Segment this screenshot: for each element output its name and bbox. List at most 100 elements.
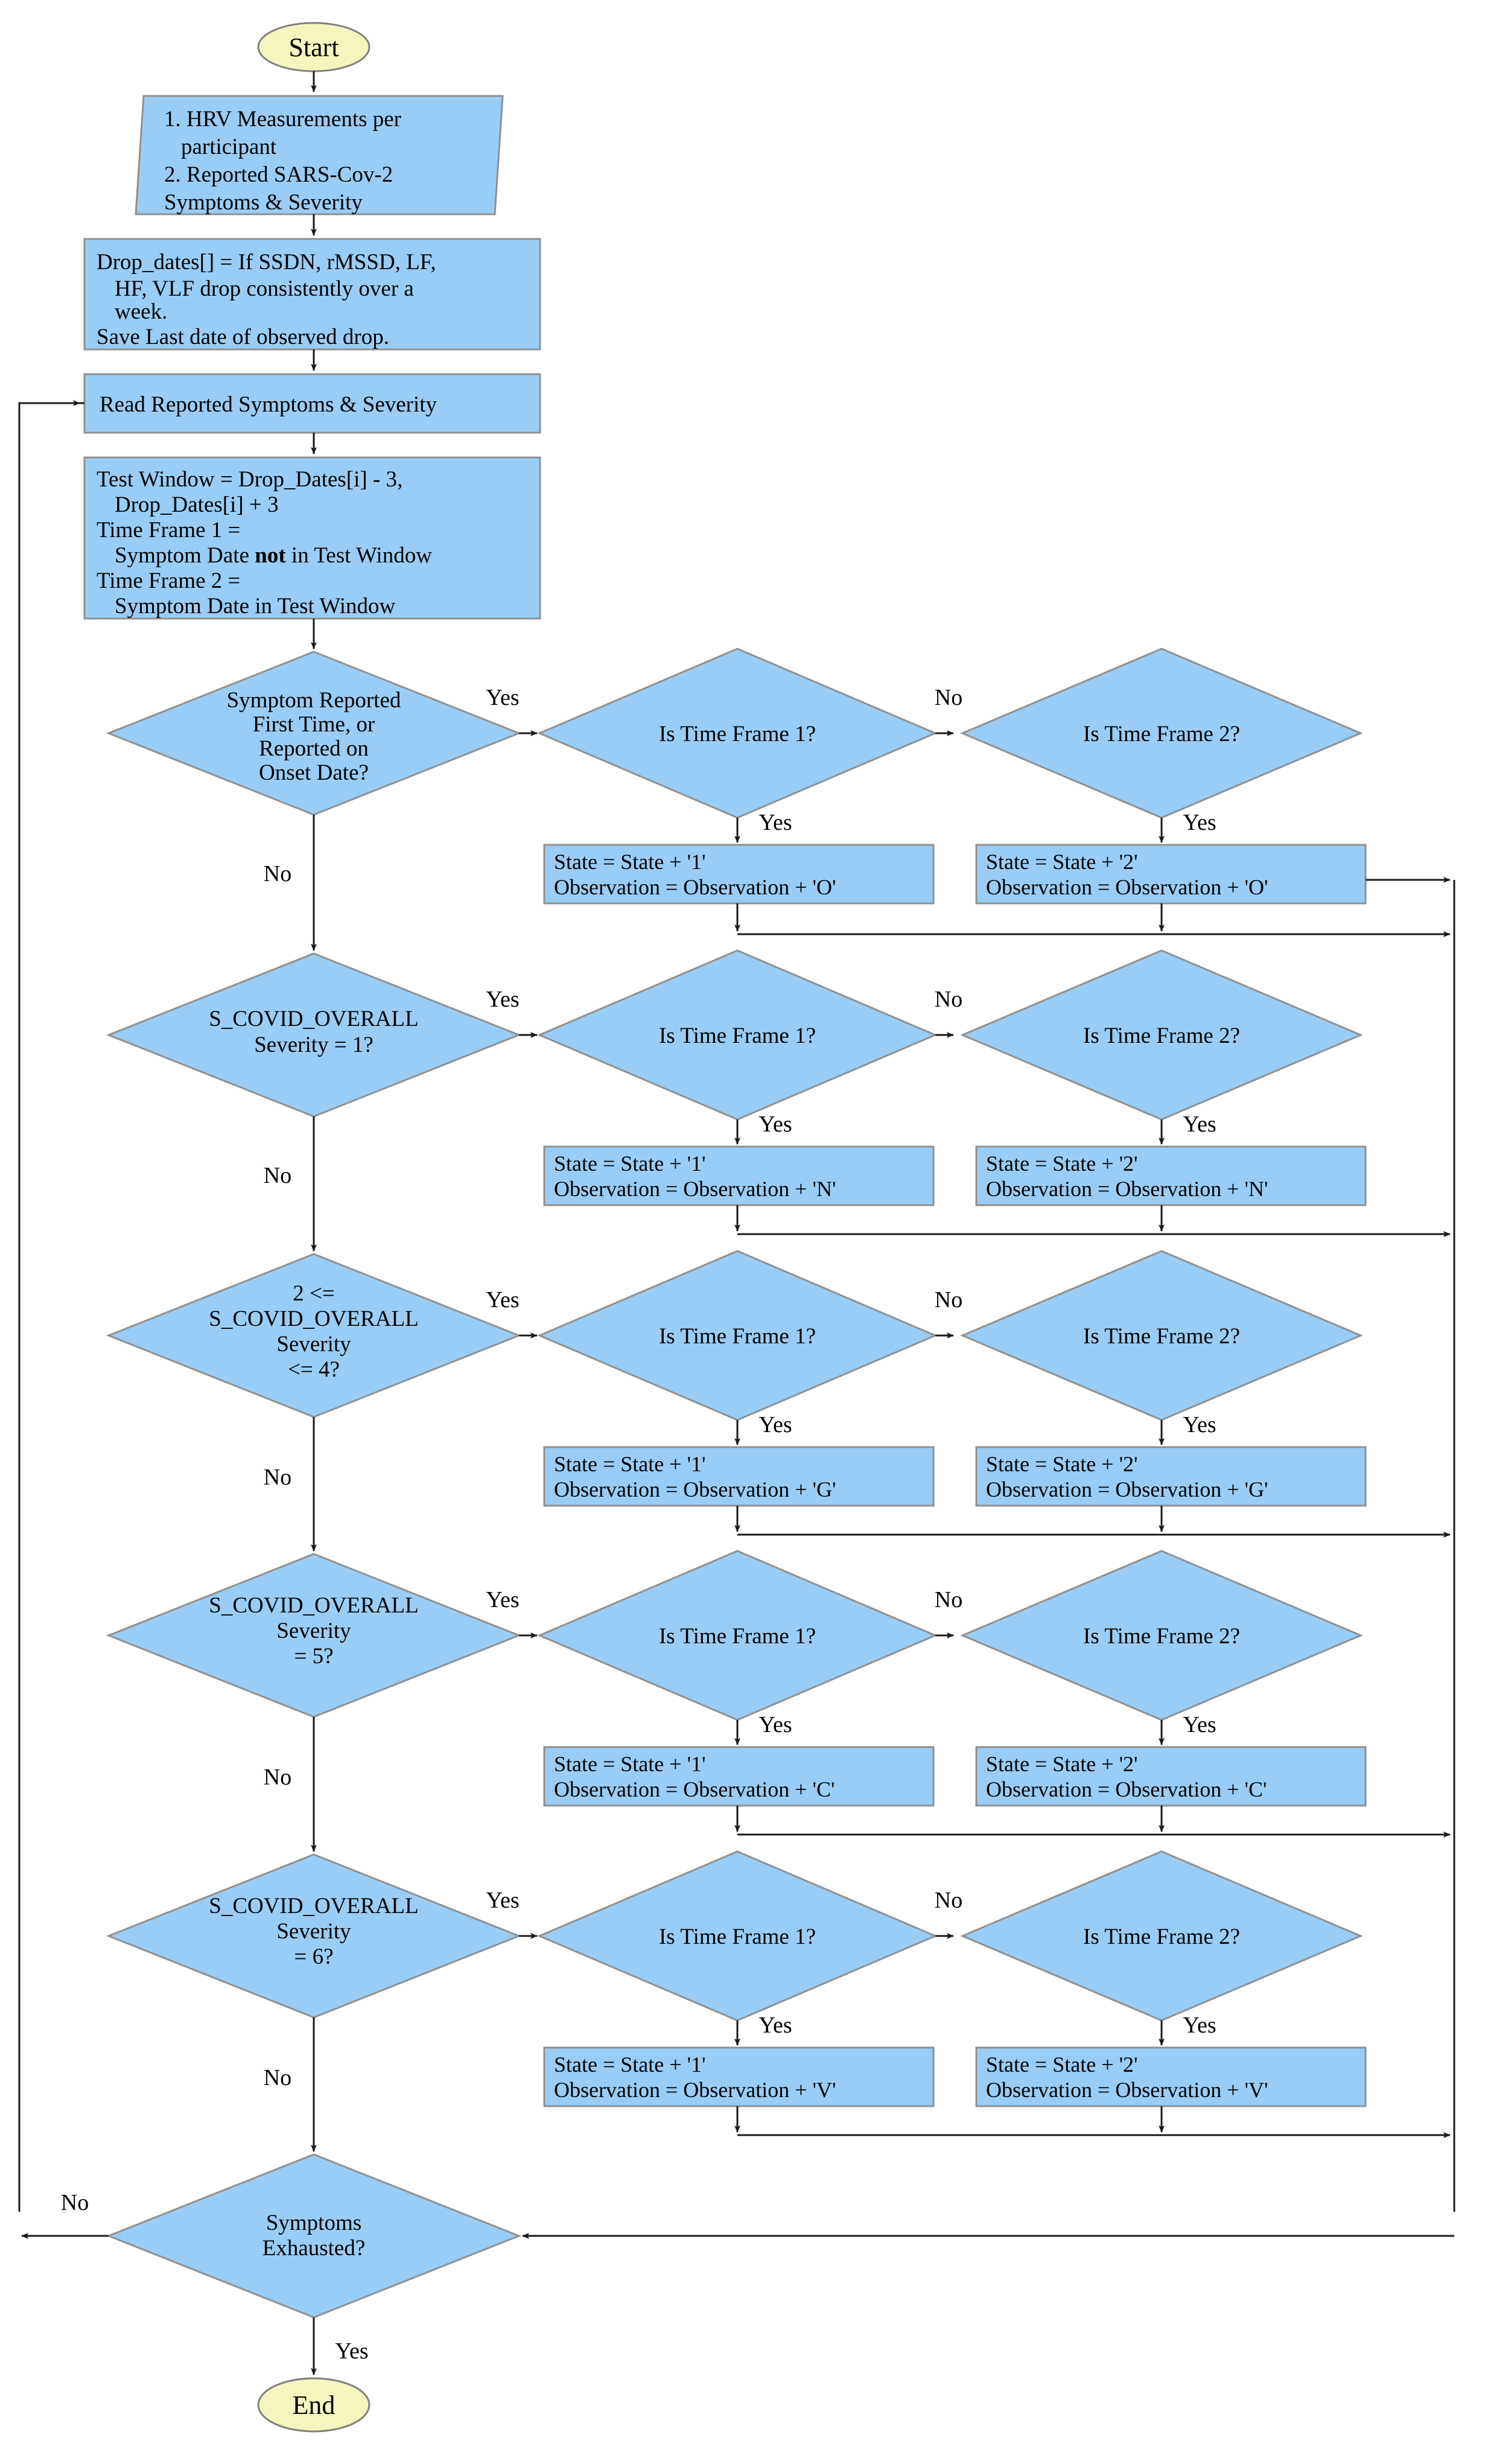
drop-dates-line-4: Save Last date of observed drop. bbox=[97, 325, 389, 349]
decision-tf1-row4[interactable]: Is Time Frame 1? bbox=[537, 1550, 938, 1721]
process-tf2-row1[interactable]: State = State + '2' Observation = Observ… bbox=[975, 844, 1367, 905]
edge-label-tf2-yes-row5: Yes bbox=[1183, 2013, 1216, 2038]
edge-label-tf2-yes-row2: Yes bbox=[1183, 1112, 1216, 1137]
read-symptoms-block[interactable]: Read Reported Symptoms & Severity bbox=[83, 373, 541, 434]
tf2-label-row2: Is Time Frame 2? bbox=[1083, 1023, 1240, 1048]
tf2-label-row1: Is Time Frame 2? bbox=[1083, 722, 1240, 747]
dec2-line-1: S_COVID_OVERALL bbox=[209, 1007, 418, 1031]
edge-label-tf1-yes-row2: Yes bbox=[758, 1112, 792, 1137]
process-tf2-row4[interactable]: State = State + '2' Observation = Observ… bbox=[975, 1746, 1367, 1807]
io-block[interactable]: 1. HRV Measurements per participant 2. R… bbox=[135, 95, 504, 215]
process-tf1-row5[interactable]: State = State + '1' Observation = Observ… bbox=[543, 2046, 935, 2107]
edge-label-tf1-yes-row3: Yes bbox=[758, 1412, 792, 1437]
proc2-line1-row1: State = State + '2' bbox=[986, 850, 1138, 874]
edge-label-tf1-yes-row5: Yes bbox=[758, 2013, 792, 2038]
proc1-line1-row5: State = State + '1' bbox=[554, 2052, 706, 2077]
proc2-line2-row2: Observation = Observation + 'N' bbox=[986, 1177, 1268, 1201]
decision-tf1-row5[interactable]: Is Time Frame 1? bbox=[537, 1850, 938, 2022]
dec3-line-3: Severity bbox=[276, 1332, 351, 1357]
proc2-line2-row3: Observation = Observation + 'G' bbox=[986, 1477, 1268, 1501]
decision-tf2-row4[interactable]: Is Time Frame 2? bbox=[960, 1550, 1363, 1721]
dec5-line-1: S_COVID_OVERALL bbox=[209, 1894, 418, 1918]
decision-tf2-row2[interactable]: Is Time Frame 2? bbox=[960, 949, 1363, 1121]
tf1-label-row5: Is Time Frame 1? bbox=[659, 1924, 816, 1949]
proc2-line1-row2: State = State + '2' bbox=[986, 1151, 1138, 1176]
dec1-line-3: Reported on bbox=[259, 736, 369, 761]
proc1-line2-row5: Observation = Observation + 'V' bbox=[554, 2078, 836, 2102]
test-window-line-3: Time Frame 1 = bbox=[97, 518, 240, 543]
test-window-line-6: Symptom Date in Test Window bbox=[115, 594, 396, 619]
edge-label-exhausted-yes: Yes bbox=[335, 2338, 368, 2364]
left-return-bus bbox=[18, 400, 84, 2212]
row-severity-5: S_COVID_OVERALL Severity = 5? Yes Is Tim… bbox=[106, 1550, 1451, 1852]
dec1-line-2: First Time, or bbox=[253, 712, 375, 737]
io-line-2: participant bbox=[181, 135, 277, 159]
test-window-block[interactable]: Test Window = Drop_Dates[i] - 3, Drop_Da… bbox=[83, 456, 541, 620]
decision-tf2-row3[interactable]: Is Time Frame 2? bbox=[960, 1250, 1363, 1421]
dec3-line-1: 2 <= bbox=[293, 1281, 334, 1306]
read-symptoms-label: Read Reported Symptoms & Severity bbox=[100, 392, 437, 417]
decision-severity-1[interactable]: S_COVID_OVERALL Severity = 1? bbox=[106, 952, 522, 1118]
proc2-line1-row3: State = State + '2' bbox=[986, 1452, 1138, 1476]
decision-tf1-row2[interactable]: Is Time Frame 1? bbox=[537, 949, 938, 1121]
proc2-line2-row5: Observation = Observation + 'V' bbox=[986, 2078, 1268, 2102]
decision-symptoms-exhausted[interactable]: Symptoms Exhausted? bbox=[106, 2153, 522, 2319]
decision-tf2-row1[interactable]: Is Time Frame 2? bbox=[960, 648, 1363, 819]
exhausted-line-2: Exhausted? bbox=[262, 2236, 366, 2261]
edge-label-dec2-yes: Yes bbox=[486, 987, 519, 1012]
tw-l4b: not bbox=[255, 543, 286, 568]
edge-label-tf2-yes-row4: Yes bbox=[1183, 1712, 1216, 1737]
start-label: Start bbox=[288, 33, 339, 62]
dec1-line-4: Onset Date? bbox=[259, 760, 369, 785]
decision-tf2-row5[interactable]: Is Time Frame 2? bbox=[960, 1850, 1363, 2022]
tw-l4c: in Test Window bbox=[286, 543, 433, 568]
decision-symptom-reported[interactable]: Symptom Reported First Time, or Reported… bbox=[106, 651, 522, 816]
test-window-line-5: Time Frame 2 = bbox=[97, 568, 240, 593]
process-tf2-row3[interactable]: State = State + '2' Observation = Observ… bbox=[975, 1446, 1367, 1507]
dec1-line-1: Symptom Reported bbox=[227, 688, 401, 713]
proc1-line1-row3: State = State + '1' bbox=[554, 1452, 706, 1476]
decision-severity-6[interactable]: S_COVID_OVERALL Severity = 6? bbox=[106, 1853, 522, 2019]
proc1-line1-row2: State = State + '1' bbox=[554, 1151, 706, 1176]
decision-tf1-row3[interactable]: Is Time Frame 1? bbox=[537, 1250, 938, 1421]
tf2-label-row3: Is Time Frame 2? bbox=[1083, 1324, 1240, 1349]
edge-label-dec3-no: No bbox=[264, 1465, 291, 1490]
dec3-line-4: <= 4? bbox=[288, 1357, 340, 1382]
dec4-line-2: Severity bbox=[276, 1619, 351, 1643]
edge-label-tf1-yes-row4: Yes bbox=[758, 1712, 792, 1737]
edge-label-dec1-yes: Yes bbox=[486, 685, 519, 710]
dec5-line-2: Severity bbox=[276, 1919, 351, 1944]
proc1-line1-row4: State = State + '1' bbox=[554, 1752, 706, 1776]
proc1-line2-row1: Observation = Observation + 'O' bbox=[554, 875, 836, 899]
drop-dates-line-2: HF, VLF drop consistently over a bbox=[115, 276, 414, 301]
end-label: End bbox=[293, 2390, 335, 2420]
tf2-label-row5: Is Time Frame 2? bbox=[1083, 1924, 1240, 1949]
process-tf2-row2[interactable]: State = State + '2' Observation = Observ… bbox=[975, 1145, 1367, 1206]
decision-severity-2-4[interactable]: 2 <= S_COVID_OVERALL Severity <= 4? bbox=[106, 1253, 522, 1418]
proc2-line1-row5: State = State + '2' bbox=[986, 2052, 1138, 2077]
process-tf1-row2[interactable]: State = State + '1' Observation = Observ… bbox=[543, 1145, 935, 1206]
end-terminal[interactable]: End bbox=[257, 2377, 370, 2433]
edge-label-tf2-yes-row1: Yes bbox=[1183, 810, 1216, 835]
edge-label-tf1-no-row4: No bbox=[935, 1587, 962, 1612]
edge-label-tf1-no-row2: No bbox=[935, 987, 962, 1012]
drop-dates-line-1: Drop_dates[] = If SSDN, rMSSD, LF, bbox=[97, 250, 436, 275]
process-tf1-row3[interactable]: State = State + '1' Observation = Observ… bbox=[543, 1446, 935, 1507]
edge-label-exhausted-no: No bbox=[61, 2190, 89, 2215]
test-window-line-2: Drop_Dates[i] + 3 bbox=[115, 492, 279, 517]
decision-tf1-row1[interactable]: Is Time Frame 1? bbox=[537, 648, 938, 819]
edge-label-tf1-no-row1: No bbox=[935, 685, 962, 710]
process-tf1-row4[interactable]: State = State + '1' Observation = Observ… bbox=[543, 1746, 935, 1807]
edge-label-tf1-yes-row1: Yes bbox=[758, 810, 792, 835]
tf1-label-row3: Is Time Frame 1? bbox=[659, 1324, 816, 1349]
process-tf2-row5[interactable]: State = State + '2' Observation = Observ… bbox=[975, 2046, 1367, 2107]
start-terminal[interactable]: Start bbox=[257, 22, 370, 72]
decision-severity-5[interactable]: S_COVID_OVERALL Severity = 5? bbox=[106, 1553, 522, 1718]
proc1-line2-row2: Observation = Observation + 'N' bbox=[554, 1177, 836, 1201]
row-severity-6: S_COVID_OVERALL Severity = 6? Yes Is Tim… bbox=[106, 1850, 1451, 2152]
tf1-label-row1: Is Time Frame 1? bbox=[659, 722, 816, 747]
edge-label-tf1-no-row5: No bbox=[935, 1888, 962, 1913]
drop-dates-block[interactable]: Drop_dates[] = If SSDN, rMSSD, LF, HF, V… bbox=[83, 238, 541, 351]
process-tf1-row1[interactable]: State = State + '1' Observation = Observ… bbox=[543, 844, 935, 905]
